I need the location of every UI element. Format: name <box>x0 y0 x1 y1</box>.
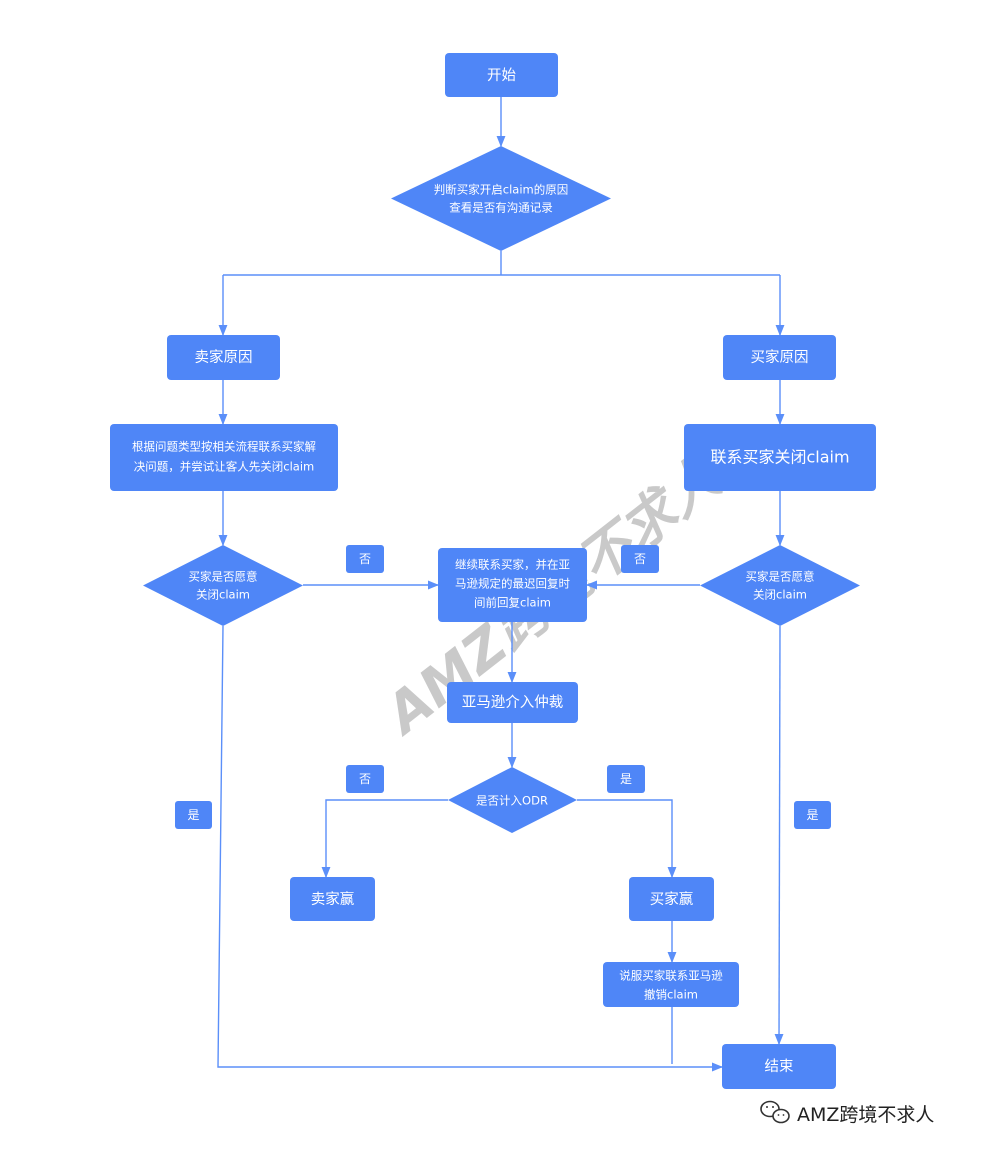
svg-text:否: 否 <box>634 552 646 566</box>
svg-text:判断买家开启claim的原因: 判断买家开启claim的原因 <box>434 183 568 197</box>
svg-text:买家是否愿意: 买家是否愿意 <box>189 570 258 584</box>
svg-text:买家原因: 买家原因 <box>751 349 809 366</box>
svg-text:结束: 结束 <box>765 1058 794 1075</box>
label-no-odr: 否 <box>346 765 384 793</box>
svg-text:关闭claim: 关闭claim <box>196 588 250 602</box>
willing-right-decision: 买家是否愿意 关闭claim <box>700 545 860 626</box>
svg-text:买家赢: 买家赢 <box>650 891 694 908</box>
willing-left-decision: 买家是否愿意 关闭claim <box>143 545 303 626</box>
odr-decision: 是否计入ODR <box>448 767 577 833</box>
svg-text:是: 是 <box>806 808 818 822</box>
seller-reason-node: 卖家原因 <box>167 335 280 380</box>
edge-odr-yes <box>577 799 677 879</box>
svg-text:根据问题类型按相关流程联系买家解: 根据问题类型按相关流程联系买家解 <box>132 440 316 454</box>
svg-text:联系买家关闭claim: 联系买家关闭claim <box>710 448 849 467</box>
svg-text:是否计入ODR: 是否计入ODR <box>476 794 548 808</box>
edges <box>217 97 785 1072</box>
svg-text:亚马逊介入仲裁: 亚马逊介入仲裁 <box>462 694 564 711</box>
svg-text:开始: 开始 <box>487 67 516 84</box>
resolve-node: 根据问题类型按相关流程联系买家解 决问题，并尝试让客人先关闭claim <box>110 424 338 491</box>
label-yes-right: 是 <box>794 801 831 829</box>
edge-right-yes <box>774 625 784 1046</box>
svg-text:关闭claim: 关闭claim <box>753 588 807 602</box>
svg-text:间前回复claim: 间前回复claim <box>474 596 551 610</box>
svg-text:买家是否愿意: 买家是否愿意 <box>746 570 815 584</box>
buyer-reason-node: 买家原因 <box>723 335 836 380</box>
svg-text:继续联系买家，并在亚: 继续联系买家，并在亚 <box>455 558 570 572</box>
svg-text:否: 否 <box>359 552 371 566</box>
arbitration-node: 亚马逊介入仲裁 <box>447 682 578 723</box>
edge-odr-no <box>321 799 448 879</box>
svg-text:马逊规定的最迟回复时: 马逊规定的最迟回复时 <box>455 577 570 591</box>
svg-text:撤销claim: 撤销claim <box>644 988 698 1002</box>
label-no-right: 否 <box>621 545 659 573</box>
wechat-icon <box>760 1100 790 1124</box>
footer-brand: AMZ跨境不求人 <box>797 1104 934 1126</box>
label-yes-left: 是 <box>175 801 212 829</box>
judge-decision: 判断买家开启claim的原因 查看是否有沟通记录 <box>391 146 611 251</box>
footer: AMZ跨境不求人 <box>760 1100 934 1126</box>
label-no-left: 否 <box>346 545 384 573</box>
svg-text:是: 是 <box>187 808 199 822</box>
svg-text:查看是否有沟通记录: 查看是否有沟通记录 <box>449 201 553 215</box>
svg-text:说服买家联系亚马逊: 说服买家联系亚马逊 <box>619 969 723 983</box>
svg-text:否: 否 <box>359 772 371 786</box>
seller-win-node: 卖家赢 <box>290 877 375 921</box>
svg-text:卖家原因: 卖家原因 <box>195 349 253 366</box>
edge-left-yes <box>217 625 724 1072</box>
contact-close-node: 联系买家关闭claim <box>684 424 876 491</box>
svg-text:卖家赢: 卖家赢 <box>311 891 355 908</box>
end-node: 结束 <box>722 1044 836 1089</box>
continue-node: 继续联系买家，并在亚 马逊规定的最迟回复时 间前回复claim <box>438 548 587 622</box>
svg-text:决问题，并尝试让客人先关闭claim: 决问题，并尝试让客人先关闭claim <box>134 460 314 474</box>
buyer-win-node: 买家赢 <box>629 877 714 921</box>
label-yes-odr: 是 <box>607 765 645 793</box>
persuade-node: 说服买家联系亚马逊 撤销claim <box>603 962 739 1007</box>
svg-text:是: 是 <box>620 772 632 786</box>
start-node: 开始 <box>445 53 558 97</box>
